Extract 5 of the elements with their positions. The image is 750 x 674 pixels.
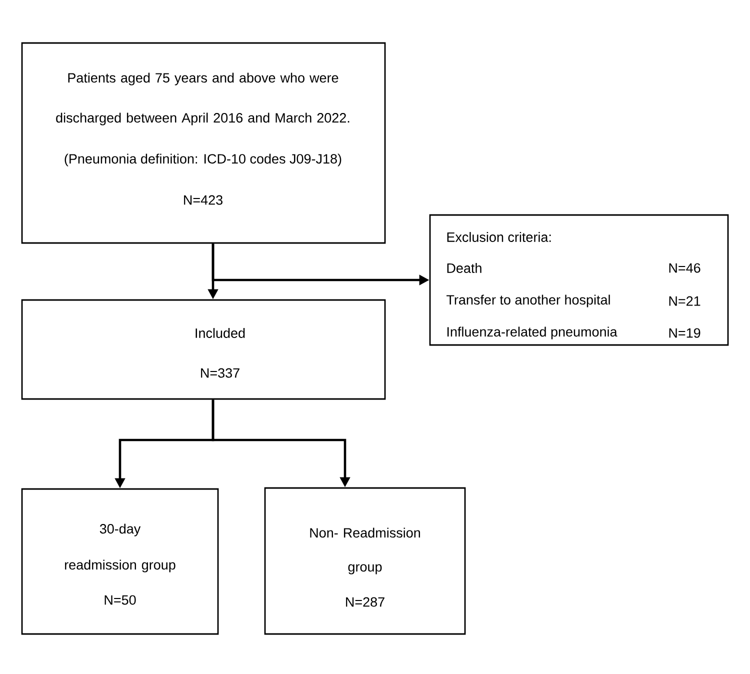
process-box: 30-day readmission group N=50 (21, 488, 219, 635)
process-box: Non- Readmission group N=287 (264, 487, 466, 635)
process-box: Patients aged 75 years and above who were discharged between April 2016 and March 2022. (Pneumonia definition: ICD-10 codes J09-J18) N=423 (21, 42, 386, 244)
process-box: Included N=337 (21, 299, 386, 400)
exclusion-box: Exclusion criteria: Death N=46 Transfer to another hospital N=21 Influenza-related pneumonia N=19 (429, 214, 729, 346)
